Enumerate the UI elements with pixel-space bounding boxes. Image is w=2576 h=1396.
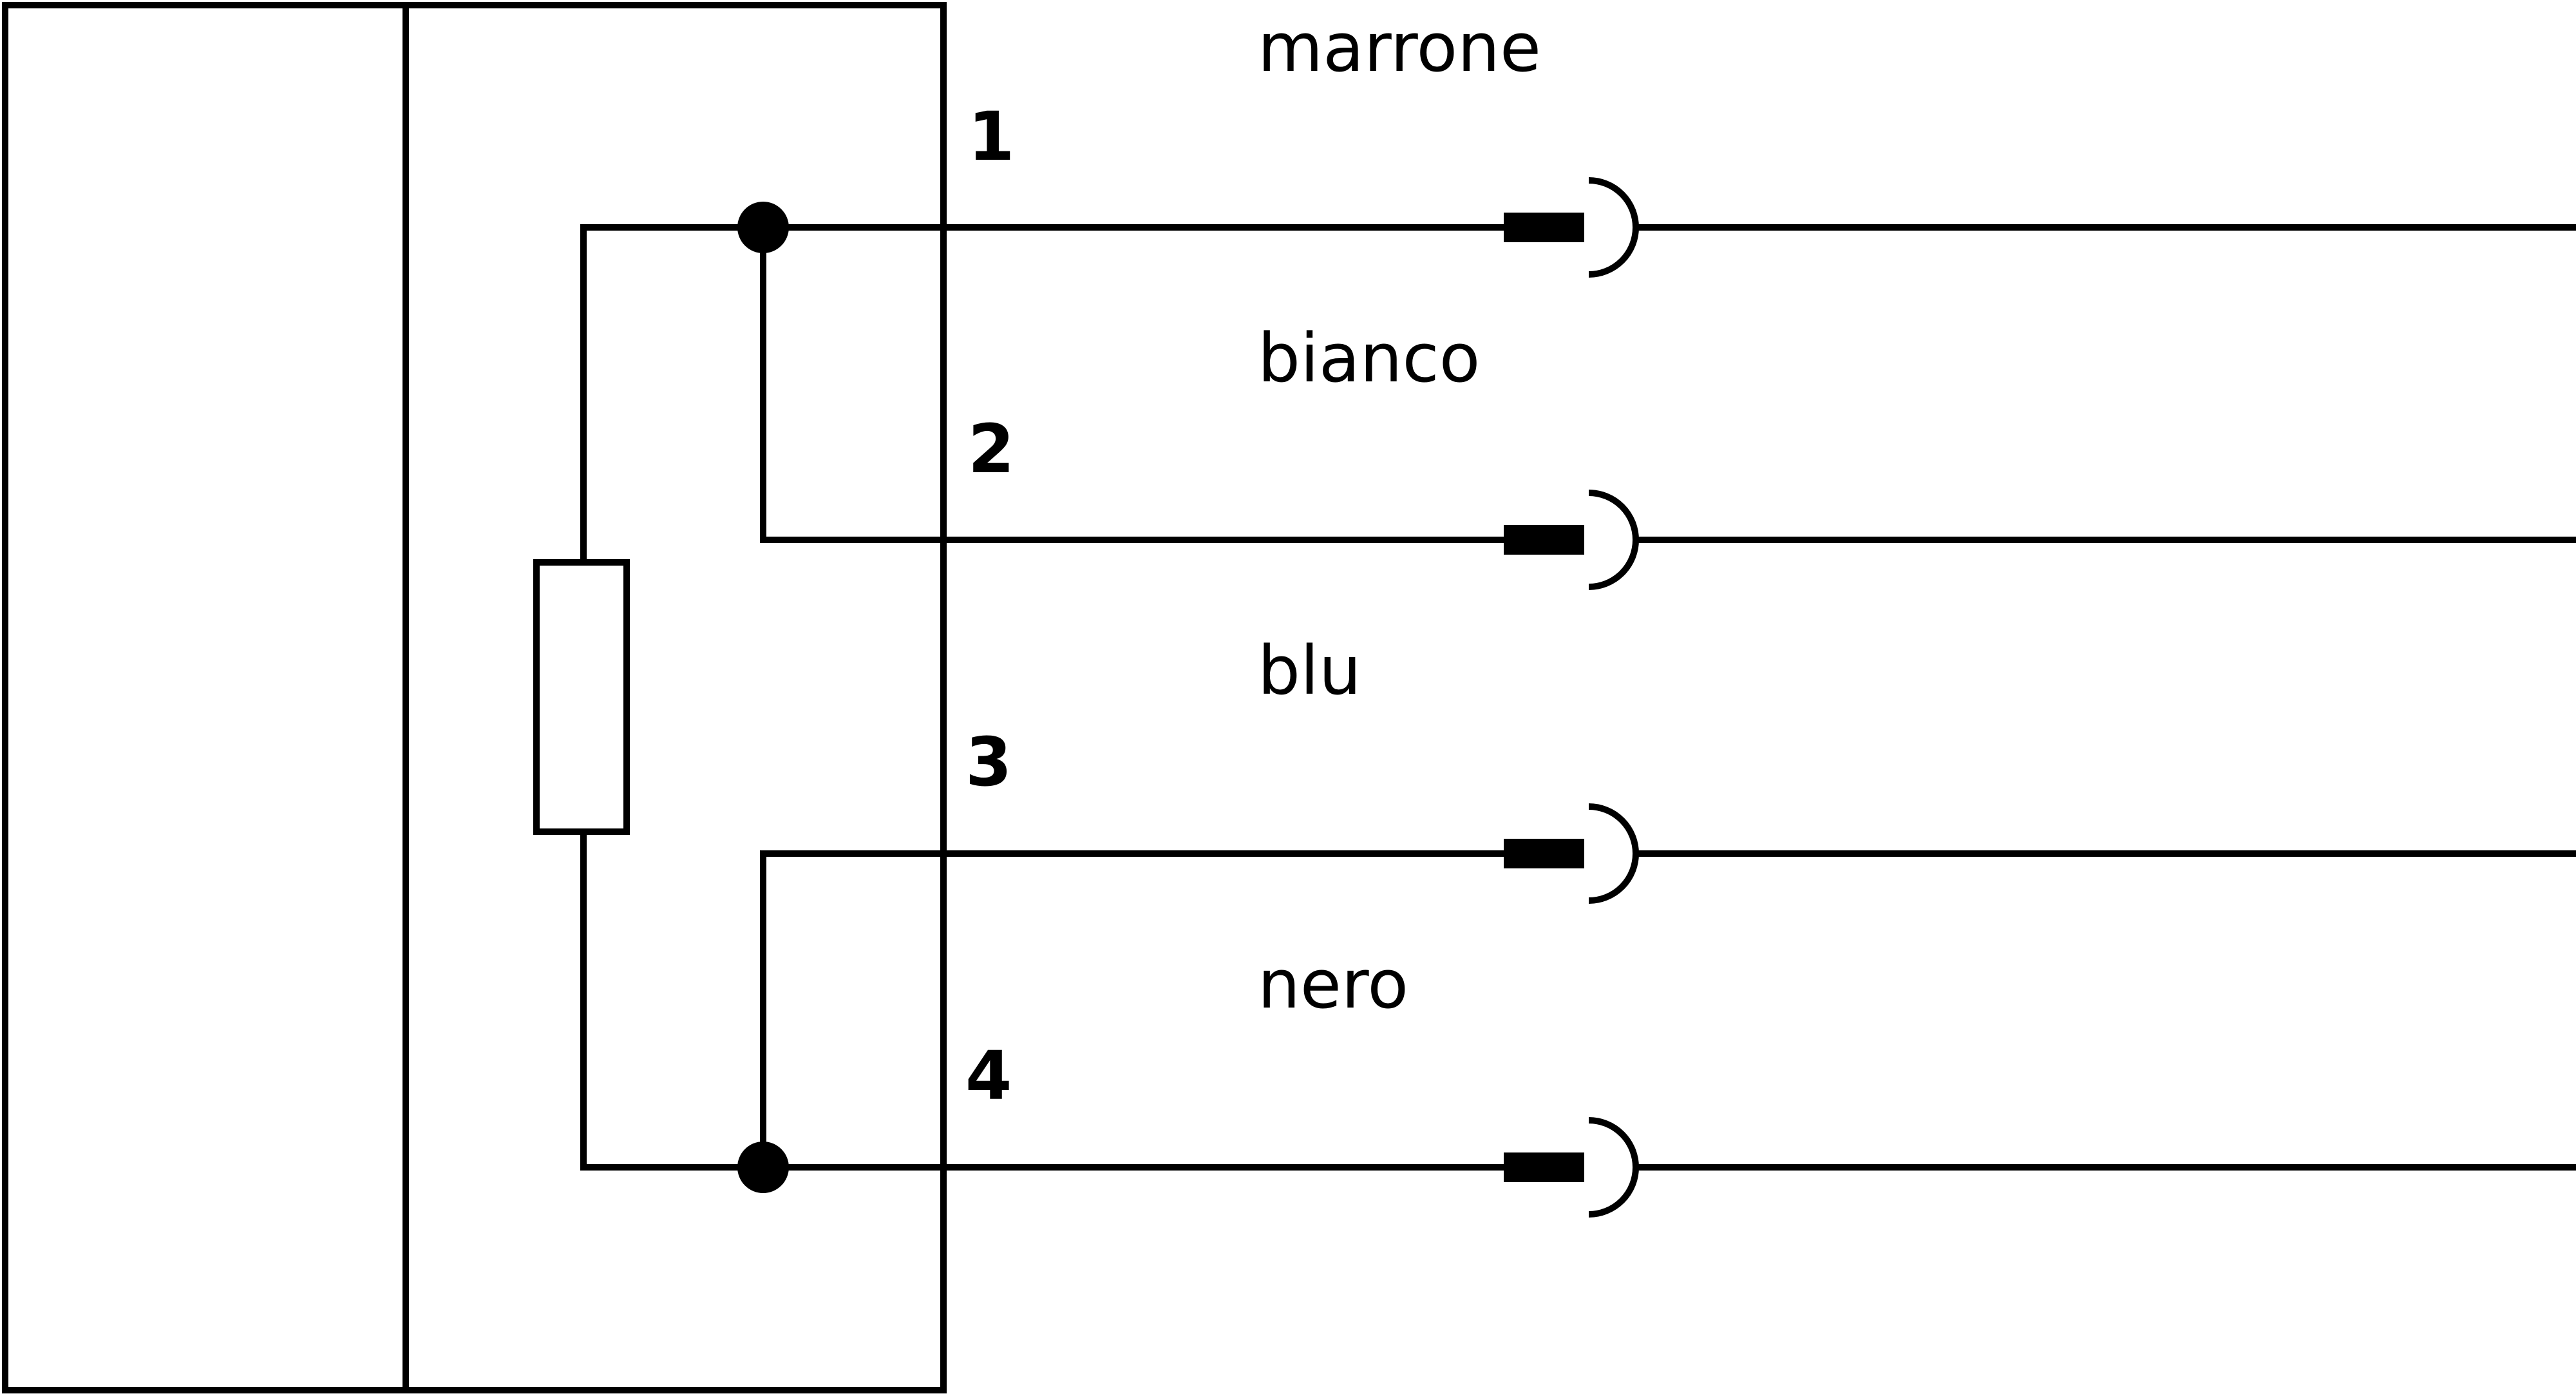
resistor-top-lead — [580, 224, 763, 562]
resistor-body — [533, 559, 630, 835]
socket-connector-icon — [1588, 1117, 1639, 1218]
housing-terminal-block — [402, 2, 947, 1393]
plug-pin-icon — [1504, 525, 1584, 555]
wire-label-bianco: bianco — [1258, 319, 1480, 397]
wire-blu: blu 3 — [965, 631, 2576, 904]
pin-number-3: 3 — [965, 723, 1012, 801]
socket-connector-icon — [1588, 803, 1639, 904]
plug-pin-icon — [1504, 213, 1584, 242]
wire-label-marrone: marrone — [1258, 8, 1541, 87]
wire-label-blu: blu — [1258, 631, 1361, 710]
pin-number-1: 1 — [968, 97, 1014, 176]
plug-pin-icon — [1504, 839, 1584, 868]
internal-link-pin3-pin4 — [760, 850, 1504, 1167]
resistor-bottom-lead — [580, 832, 763, 1171]
plug-pin-icon — [1504, 1152, 1584, 1182]
wire-label-nero: nero — [1258, 945, 1408, 1024]
pin-number-4: 4 — [965, 1037, 1012, 1115]
wire-nero: nero 4 — [737, 945, 2576, 1218]
resistor-icon — [533, 224, 763, 1171]
internal-link-pin1-pin2 — [760, 227, 1504, 543]
socket-connector-icon — [1588, 490, 1639, 590]
junction-dot-icon — [737, 202, 789, 253]
pin-number-2: 2 — [968, 410, 1014, 488]
wire-bianco: bianco 2 — [968, 319, 2576, 590]
housing-outer-left-block — [2, 2, 409, 1393]
sensor-housing — [2, 2, 947, 1393]
junction-dot-icon — [737, 1142, 789, 1193]
socket-connector-icon — [1588, 177, 1639, 278]
wire-marrone: marrone 1 — [737, 8, 2576, 278]
